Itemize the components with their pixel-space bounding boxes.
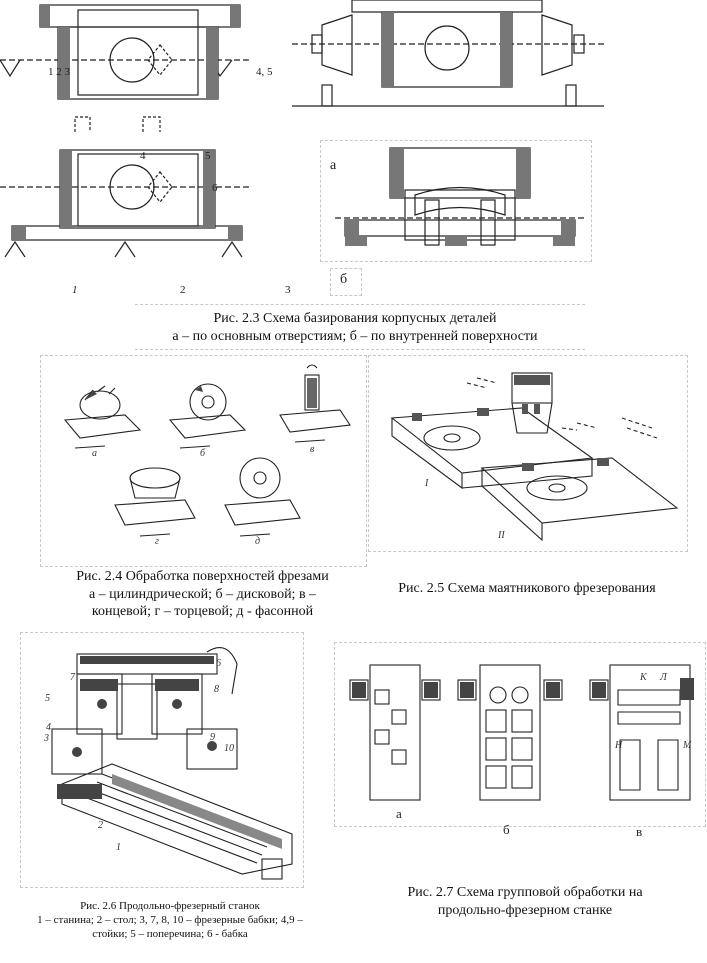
fig27-drawing: [349, 664, 694, 801]
fig25-frame: [368, 355, 688, 552]
fig27-frame: [334, 642, 706, 827]
fig23-label-b: б: [340, 272, 348, 287]
fig23-caption: Рис. 2.3 Схема базирования корпусных дет…: [100, 310, 610, 345]
fig23-num-b1: 1: [72, 284, 78, 296]
fig24-frame: [40, 355, 367, 567]
fig23-caption-line2: а – по основным отверстиям; б – по внутр…: [172, 328, 538, 344]
fig26-n8: 8: [214, 684, 219, 695]
fig23-caption-frame: [135, 304, 585, 350]
fig23-label-b-frame: [330, 268, 362, 296]
fig23-num-b2: 2: [180, 284, 186, 296]
fig24-caption-line1: Рис. 2.4 Обработка поверхностей фрезами: [76, 569, 329, 584]
fig23-num-5: 5: [205, 150, 211, 162]
fig26-n4: 4: [46, 722, 51, 733]
fig27-mark-m: М: [683, 740, 692, 751]
fig26-caption-line1: Рис. 2.6 Продольно-фрезерный станок: [80, 900, 260, 912]
fig25-drawing: [390, 372, 679, 542]
fig24-sub-a: а: [92, 448, 97, 459]
fig27-caption: Рис. 2.7 Схема групповой обработки на пр…: [365, 884, 685, 919]
fig23-drawing-top-left: [0, 4, 250, 100]
fig24-caption: Рис. 2.4 Обработка поверхностей фрезами …: [40, 568, 365, 621]
fig24-sub-g: г: [155, 536, 159, 547]
fig27-label-b: б: [503, 822, 510, 837]
fig26-n1: 1: [116, 842, 121, 853]
fig27-caption-line2: продольно-фрезерном станке: [437, 902, 613, 918]
fig23-num-123: 1 2 3: [48, 66, 70, 78]
fig23-drawing-bottom-left: [0, 116, 250, 258]
fig26-n10: 10: [224, 743, 234, 754]
fig23-caption-line1: Рис. 2.3 Схема базирования корпусных дет…: [213, 311, 497, 326]
fig23-label-a: а: [330, 158, 337, 173]
fig24-sub-v: в: [310, 444, 315, 455]
fig23-num-6: 6: [212, 182, 218, 194]
fig27-mark-l: Л: [660, 672, 667, 683]
fig26-drawing: [51, 647, 293, 880]
fig25-caption: Рис. 2.5 Схема маятникового фрезерования: [398, 581, 656, 596]
fig26-n2: 2: [98, 820, 103, 831]
fig23-num-4: 4: [140, 150, 146, 162]
fig27-caption-line1: Рис. 2.7 Схема групповой обработки на: [407, 885, 643, 900]
fig26-frame: [20, 632, 304, 888]
fig24-caption-line3: концевой; г – торцевой; д - фасонной: [91, 604, 314, 619]
fig26-n6: 6: [216, 658, 221, 669]
fig27-label-a: а: [396, 806, 402, 821]
fig25-mark-2: II: [498, 530, 505, 541]
fig23-frame-right: [320, 140, 592, 262]
fig27-mark-k: К: [640, 672, 647, 683]
fig23-drawing-top-right: [292, 0, 604, 107]
fig24-drawing: [63, 364, 351, 537]
fig26-n9: 9: [210, 732, 215, 743]
fig23-drawing-bottom-right: [335, 147, 585, 246]
fig26-n7: 7: [70, 672, 75, 683]
fig24-caption-line2: а – цилиндрической; б – дисковой; в –: [88, 586, 317, 602]
fig23-num-b3: 3: [285, 284, 291, 296]
fig24-sub-b: б: [200, 448, 206, 459]
fig23-num-45: 4, 5: [256, 66, 273, 78]
fig26-caption: Рис. 2.6 Продольно-фрезерный станок 1 – …: [2, 900, 338, 941]
fig26-caption-line3: стойки; 5 – поперечина; 6 - бабка: [92, 927, 248, 940]
fig26-n3: 3: [44, 733, 49, 744]
fig27-label-v: в: [636, 824, 643, 839]
fig26-n5: 5: [45, 693, 50, 704]
fig25-mark-1: I: [425, 478, 429, 489]
fig24-sub-d: д: [255, 536, 261, 547]
fig27-mark-n: Н: [615, 740, 623, 751]
fig26-caption-line2: 1 – станина; 2 – стол; 3, 7, 8, 10 – фре…: [37, 913, 303, 926]
